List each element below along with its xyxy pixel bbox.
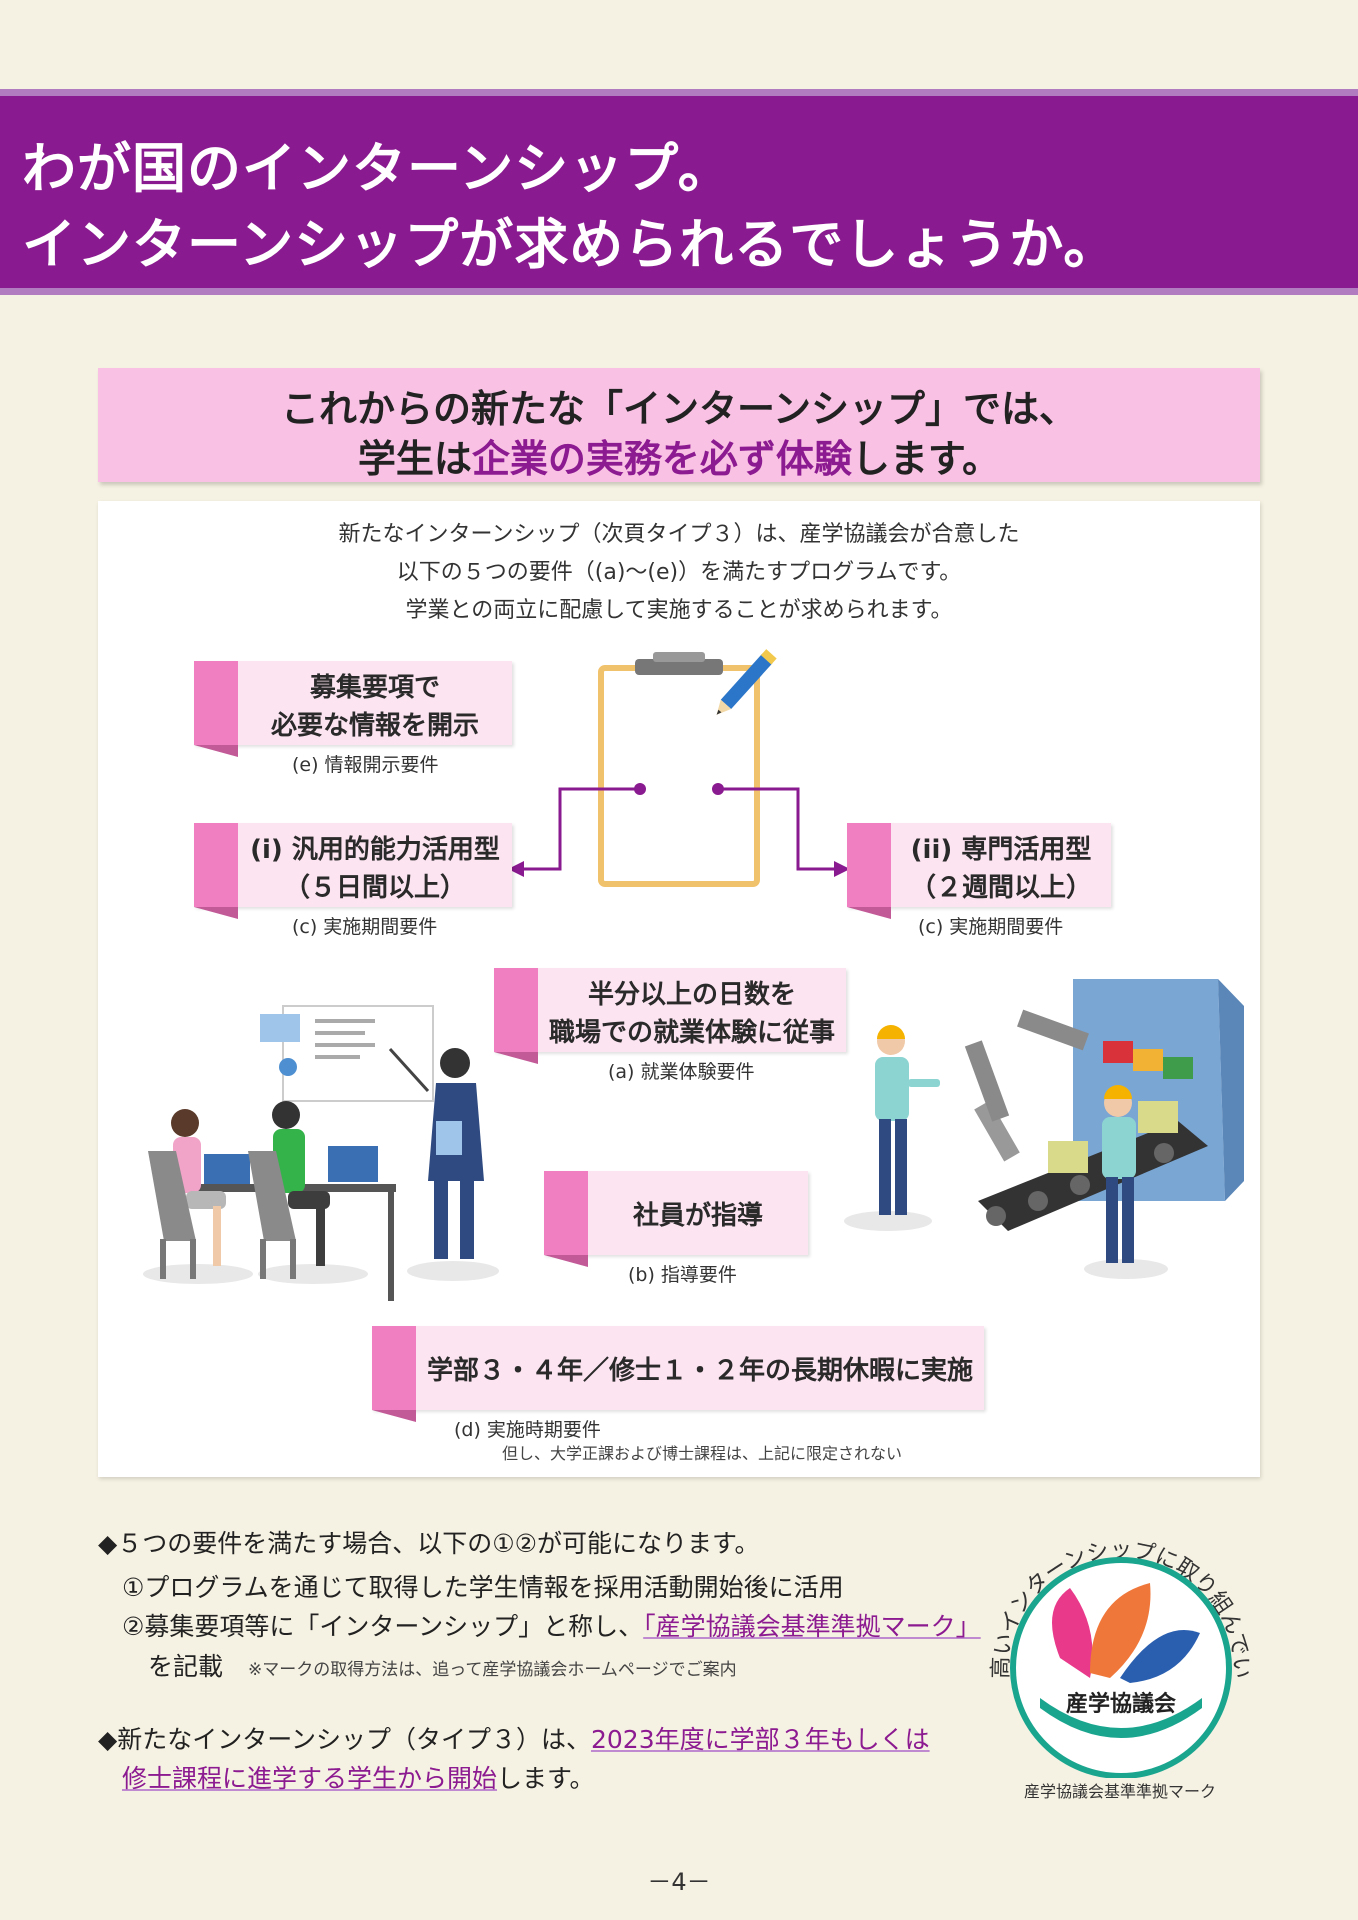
lead-line2: 学生は企業の実務を必ず体験します。 (98, 428, 1260, 483)
tag-e-line2: 必要な情報を開示 (270, 711, 479, 741)
bullet-1-item2-prefix: ②募集要項等に「インターンシップ」と称し、 (122, 1612, 644, 1641)
header-band: わが国のインターンシップ。 インターンシップが求められるでしょうか。 (0, 89, 1358, 295)
bullet-2-prefix: ◆新たなインターンシップ（タイプ３）は、 (98, 1725, 591, 1754)
lead-suffix: します。 (851, 437, 1001, 481)
caption-c1: (c) 実施期間要件 (292, 916, 438, 938)
header-title-line1: わが国のインターンシップ。 (22, 137, 733, 200)
tag-b-line1: 社員が指導 (632, 1201, 763, 1231)
caption-e: (e) 情報開示要件 (292, 754, 439, 776)
arrow-right-icon (834, 861, 850, 877)
tag-a-line2: 職場での就業体験に従事 (548, 1018, 835, 1048)
bullet-2-suffix: します。 (497, 1764, 595, 1793)
clipboard-icon (598, 649, 777, 887)
tag-specialized: (ii) 専門活用型 （２週間以上） (847, 823, 1111, 919)
tag-fold (494, 1052, 538, 1064)
tag-d-line1: 学部３・４年／修士１・２年の長期休暇に実施 (426, 1356, 973, 1386)
tag-side (372, 1326, 416, 1410)
office-illustration-icon (143, 1005, 499, 1301)
tag-side (194, 661, 238, 745)
lead-highlight: 企業の実務を必ず体験 (471, 437, 852, 481)
bullet-1: ◆５つの要件を満たす場合、以下の①②が可能になります。 (98, 1529, 760, 1558)
tag-work-experience: 半分以上の日数を 職場での就業体験に従事 (494, 968, 846, 1064)
bullet-2: ◆新たなインターンシップ（タイプ３）は、2023年度に学部３年もしくは (98, 1720, 930, 1756)
connector-dot (712, 783, 724, 795)
tag-info-disclosure: 募集要項で 必要な情報を開示 (194, 661, 512, 757)
tag-fold (194, 745, 238, 757)
tag-c1-line2: （５日間以上） (283, 873, 466, 903)
tag-fold (544, 1255, 588, 1267)
lead-prefix: 学生は (357, 437, 472, 481)
header-title-line2: インターンシップが求められるでしょうか。 (22, 213, 1119, 276)
bullet-1-item3-text: を記載 (148, 1652, 224, 1681)
bullet-1-item2-highlight: 「産学協議会基準準拠マーク」 (643, 1612, 981, 1641)
caption-b: (b) 指導要件 (628, 1264, 737, 1286)
tag-side (494, 968, 538, 1052)
tag-a-line1: 半分以上の日数を (587, 980, 796, 1010)
tag-guidance: 社員が指導 (544, 1171, 808, 1267)
sangaku-mark-logo: 質の高いインターンシップに取り組んでいます 産学協議会 (980, 1498, 1253, 1778)
bullet-2-highlight2: 修士課程に進学する学生から開始 (122, 1764, 498, 1793)
tag-c1-line1: (i) 汎用的能力活用型 (250, 835, 500, 865)
caption-a: (a) 就業体験要件 (608, 1061, 755, 1083)
intro-line1: 新たなインターンシップ（次頁タイプ３）は、産学協議会が合意した (338, 522, 1020, 547)
bullet-2-highlight1: 2023年度に学部３年もしくは (590, 1725, 930, 1754)
bullet-1-item3: を記載 ※マークの取得方法は、追って産学協議会ホームページでご案内 (148, 1647, 737, 1683)
tag-side (544, 1171, 588, 1255)
connector-lines (520, 787, 836, 871)
tag-fold (194, 907, 238, 919)
bullet-2-line2: 修士課程に進学する学生から開始します。 (122, 1759, 595, 1795)
page-number: －4－ (647, 1868, 711, 1896)
tag-fold (372, 1410, 416, 1422)
intro-line3: 学業との両立に配慮して実施することが求められます。 (405, 598, 953, 623)
tag-side (847, 823, 891, 907)
mark-center-text: 産学協議会 (1066, 1691, 1176, 1717)
factory-illustration-icon (844, 979, 1244, 1279)
tag-timing: 学部３・４年／修士１・２年の長期休暇に実施 (372, 1326, 984, 1422)
arrow-left-icon (508, 861, 524, 877)
lead-line1: これからの新たな「インターンシップ」では、 (280, 387, 1078, 431)
mark-caption: 産学協議会基準準拠マーク (1023, 1782, 1216, 1801)
caption-d: (d) 実施時期要件 (454, 1419, 601, 1441)
tag-side (194, 823, 238, 907)
requirements-panel: 新たなインターンシップ（次頁タイプ３）は、産学協議会が合意した 以下の５つの要件… (98, 501, 1260, 1477)
lead-box: これからの新たな「インターンシップ」では、 学生は企業の実務を必ず体験します。 (98, 368, 1260, 482)
connector-dot (634, 783, 646, 795)
intro-line2: 以下の５つの要件（(a)～(e)）を満たすプログラムです。 (396, 560, 962, 585)
tag-fold (847, 907, 891, 919)
bullet-1-item2: ②募集要項等に「インターンシップ」と称し、「産学協議会基準準拠マーク」 (122, 1607, 981, 1643)
tag-c2-line2: （２週間以上） (909, 873, 1092, 903)
tag-e-line1: 募集要項で (309, 673, 440, 703)
tag-general-skills: (i) 汎用的能力活用型 （５日間以上） (194, 823, 512, 919)
illustration-layer (143, 649, 1244, 1301)
mark-acquisition-note: ※マークの取得方法は、追って産学協議会ホームページでご案内 (248, 1660, 737, 1680)
caption-c2: (c) 実施期間要件 (918, 916, 1064, 938)
tag-c2-line1: (ii) 専門活用型 (910, 835, 1092, 865)
bullet-1-item1: ①プログラムを通じて取得した学生情報を採用活動開始後に活用 (122, 1573, 844, 1602)
caption-d-note: 但し、大学正課および博士課程は、上記に限定されない (502, 1444, 903, 1463)
